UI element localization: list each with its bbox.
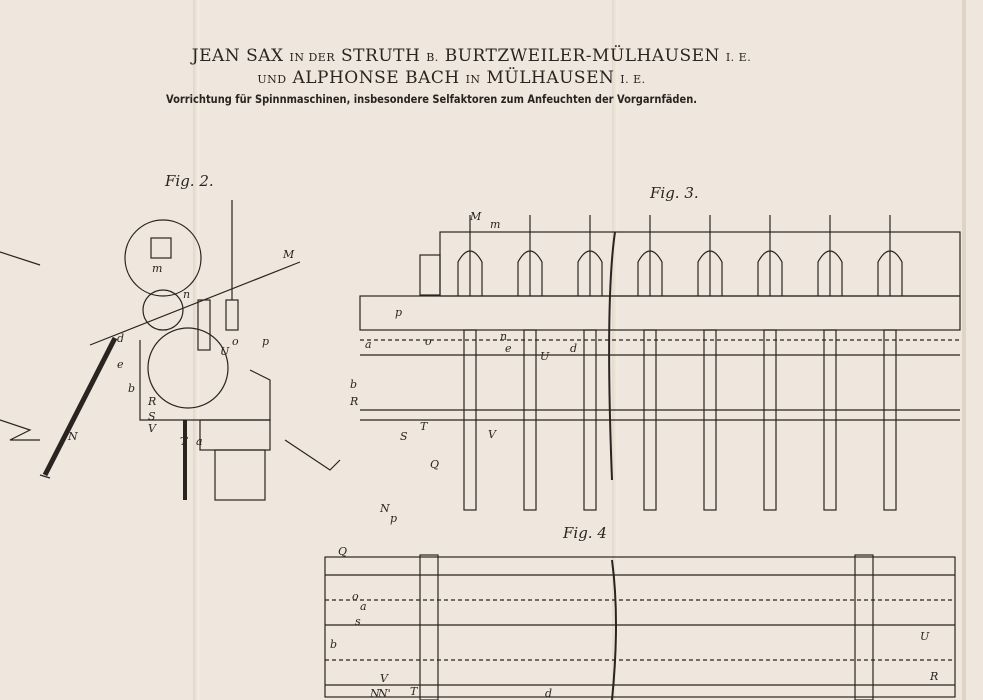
fig2-reference-letter: d xyxy=(117,332,124,345)
preposition: B. xyxy=(426,51,439,64)
fig4-reference-letter: N xyxy=(369,687,380,700)
region: I. E. xyxy=(620,73,646,86)
fig2-reference-letter: a xyxy=(196,435,203,448)
roving-bar xyxy=(583,329,597,511)
fig4-drawing xyxy=(324,554,956,700)
page-fold xyxy=(612,0,618,700)
roving-bar xyxy=(463,329,477,511)
place: BURTZWEILER-MÜLHAUSEN xyxy=(444,46,720,66)
fig3-reference-letter: N xyxy=(379,502,390,515)
inventor-name: JEAN SAX xyxy=(191,46,284,66)
fig2-caption: Fig. 2. xyxy=(165,172,214,190)
fig2-drawing xyxy=(0,200,341,501)
fig2-reference-letter: n xyxy=(183,288,190,301)
fig2-reference-letter: V xyxy=(148,422,157,435)
fig2-reference-letter: m xyxy=(152,262,162,275)
fig2-reference-letter: b xyxy=(128,382,135,395)
fig2-reference-letter: M xyxy=(282,248,295,261)
conjunction: UND xyxy=(257,73,287,86)
page-fold xyxy=(193,0,199,700)
fig3-reference-letter: n xyxy=(500,330,507,343)
fig3-reference-letter: V xyxy=(488,428,497,441)
region: I. E. xyxy=(725,51,752,64)
fig4-reference-letter: b xyxy=(330,638,337,651)
fig4-reference-letter: a xyxy=(360,600,367,613)
fig3-reference-letter: m xyxy=(490,218,500,231)
inventor-line-1: JEAN SAX IN DER STRUTH B. BURTZWEILER-MÜ… xyxy=(0,46,963,66)
inventor-line-2: UND ALPHONSE BACH IN MÜLHAUSEN I. E. xyxy=(0,68,943,88)
fig4-reference-letter: U xyxy=(920,630,930,643)
fig3-reference-letter: T xyxy=(420,420,429,433)
patent-title: Vorrichtung für Spinnmaschinen, insbeson… xyxy=(165,92,698,106)
place: MÜLHAUSEN xyxy=(486,68,615,88)
fig3-reference-letter: S xyxy=(400,430,408,443)
fig3-reference-letter: R xyxy=(349,395,358,408)
fig4-reference-letter: p xyxy=(390,512,397,525)
fig4-reference-letter: o xyxy=(352,590,359,603)
fig4-reference-letter: N' xyxy=(377,687,391,700)
fig4-reference-letter: d xyxy=(545,687,552,700)
fig3-reference-letter: e xyxy=(505,342,512,355)
fig2-reference-letter: o xyxy=(232,335,239,348)
fig4-reference-letter: R xyxy=(929,670,938,683)
fig3-reference-letter: U xyxy=(540,350,550,363)
fig3-reference-letter: b xyxy=(350,378,357,391)
fig3-reference-letter: M xyxy=(469,210,482,223)
fig3-caption: Fig. 3. xyxy=(650,184,699,202)
roving-bar xyxy=(763,329,777,511)
fig2-reference-letter: T xyxy=(180,435,189,448)
preposition: IN xyxy=(465,73,481,86)
fig4-reference-letter: V xyxy=(380,672,389,685)
fig2-reference-letter: U xyxy=(220,345,230,358)
fig3-reference-letter: o xyxy=(425,335,432,348)
fig2-reference-letter: R xyxy=(147,395,156,408)
roving-bar xyxy=(643,329,657,511)
fig2-reference-letter: p xyxy=(262,335,269,348)
preposition: IN DER xyxy=(289,51,336,64)
fig2-reference-letter: e xyxy=(117,358,124,371)
fig4-reference-letter: s xyxy=(355,615,361,628)
fig3-drawing xyxy=(359,215,961,511)
roving-bar xyxy=(523,329,537,511)
roving-bar xyxy=(883,329,897,511)
fig4-reference-letter: T xyxy=(410,685,419,698)
fig2-reference-letter: S xyxy=(148,410,156,423)
fig4-reference-letter: Q xyxy=(338,545,347,558)
roving-bar xyxy=(823,329,837,511)
roving-bar xyxy=(703,329,717,511)
fig3-reference-letter: p xyxy=(395,306,402,319)
fig2-reference-letter: N xyxy=(67,430,78,443)
place: STRUTH xyxy=(341,46,421,66)
page-fold xyxy=(962,0,966,700)
fig3-reference-letter: Q xyxy=(430,458,439,471)
fig3-reference-letter: d xyxy=(570,342,577,355)
fig4-caption: Fig. 4 xyxy=(563,524,607,542)
fig3-reference-letter: a xyxy=(365,338,372,351)
inventor-name: ALPHONSE BACH xyxy=(292,68,460,88)
